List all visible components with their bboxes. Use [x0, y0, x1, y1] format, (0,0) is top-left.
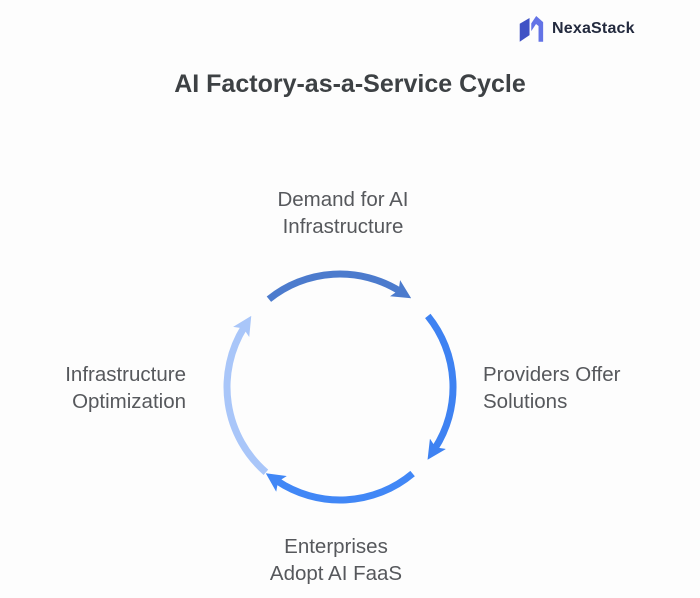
- cycle-arrow-top: [266, 270, 412, 302]
- page-title: AI Factory-as-a-Service Cycle: [174, 70, 526, 98]
- nexastack-logo: NexaStack: [518, 12, 635, 46]
- cycle-step-label-enterprises: Enterprises Adopt AI FaaS: [269, 535, 403, 585]
- cycle-arrow-right: [425, 313, 457, 460]
- logo-text: NexaStack: [552, 20, 635, 37]
- cycle-diagram: [223, 270, 457, 504]
- logo-mark-left-shape: [519, 17, 530, 42]
- cycle-step-label-optimization: Infrastructure Optimization: [65, 363, 186, 413]
- nexastack-logo-icon: [519, 16, 544, 42]
- cycle-arrow-left: [223, 315, 269, 475]
- cycle-step-label-providers: Providers Offer Solutions: [483, 363, 621, 413]
- logo-mark-right-shape: [531, 16, 544, 42]
- cycle-arrow-bottom: [265, 470, 415, 504]
- cycle-step-label-demand: Demand for AI Infrastructure: [277, 188, 409, 238]
